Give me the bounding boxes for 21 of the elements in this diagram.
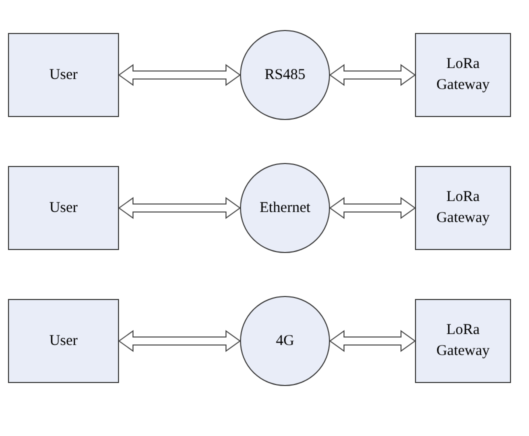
double-arrow xyxy=(118,64,241,86)
double-arrow xyxy=(118,197,241,219)
node-label: LoRa Gateway xyxy=(435,188,491,228)
double-arrow xyxy=(329,197,416,219)
double-arrow xyxy=(118,330,241,352)
node-label: 4G xyxy=(276,332,294,350)
device-box xyxy=(415,33,511,117)
device-box xyxy=(8,166,119,250)
device-box xyxy=(415,166,511,250)
double-arrow xyxy=(329,64,416,86)
device-box xyxy=(8,299,119,383)
node-label: Ethernet xyxy=(260,198,310,218)
node-label: RS485 xyxy=(264,66,306,84)
double-arrow xyxy=(329,330,416,352)
device-box xyxy=(8,33,119,117)
node-label: User xyxy=(49,332,78,350)
node-label: User xyxy=(49,66,78,84)
device-box xyxy=(415,299,511,383)
node-label: LoRa Gateway xyxy=(435,321,491,361)
node-label: LoRa Gateway xyxy=(435,55,491,95)
node-label: User xyxy=(49,198,78,218)
